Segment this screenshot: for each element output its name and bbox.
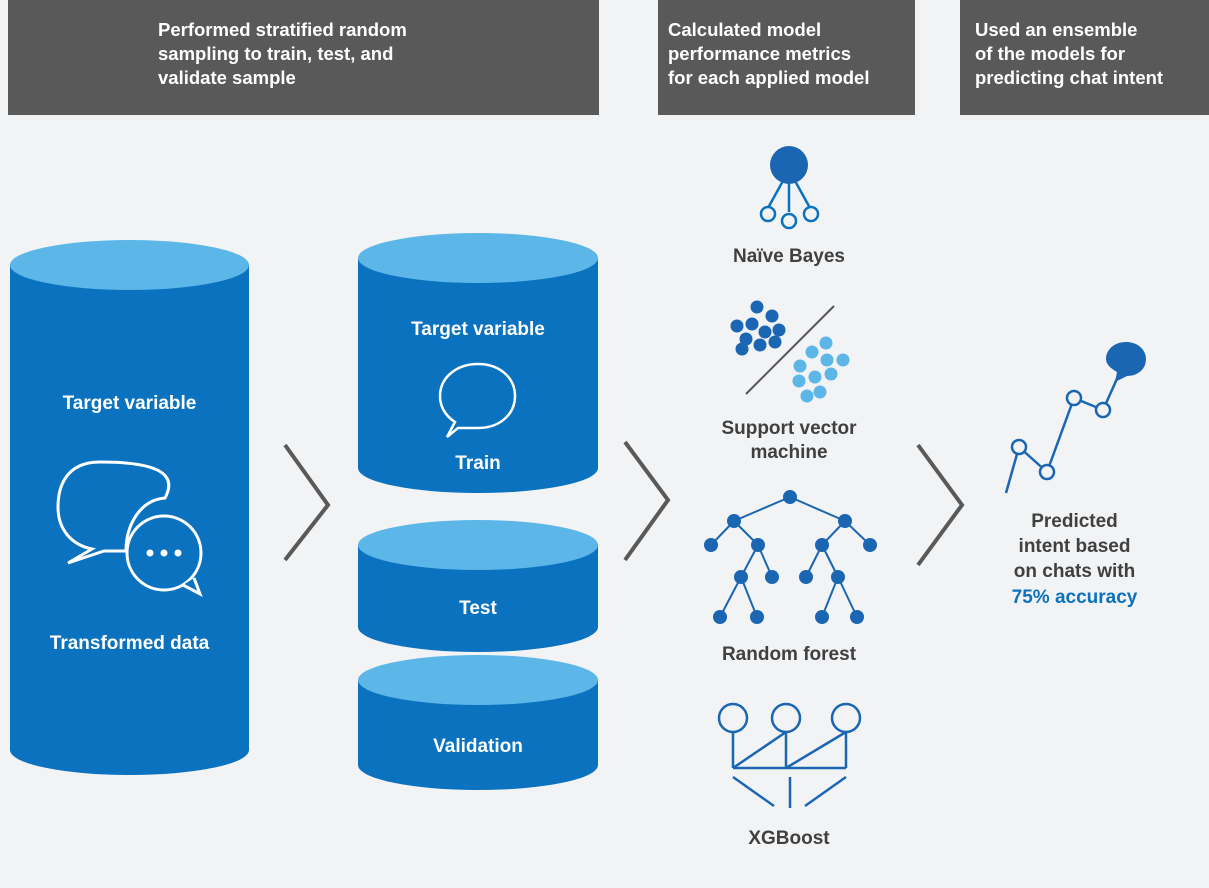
- naive-bayes-label: Naïve Bayes: [733, 246, 845, 267]
- result-accuracy: 75% accuracy: [1011, 587, 1138, 608]
- header-step3: Used an ensemble of the models for predi…: [960, 0, 1209, 115]
- source-data-label: Transformed data: [49, 633, 210, 654]
- test-label: Test: [459, 598, 497, 619]
- validation-label: Validation: [433, 736, 523, 757]
- header-step1-text: Performed stratified random sampling to …: [158, 19, 407, 88]
- result-line1: Predicted: [1031, 511, 1118, 532]
- result-line2: intent based: [1018, 536, 1131, 557]
- train-label: Train: [455, 453, 501, 474]
- train-target-label: Target variable: [411, 319, 545, 340]
- svm-label: Support vector machine: [721, 418, 857, 463]
- header-step2-text: Calculated model performance metrics for…: [668, 19, 870, 88]
- random-forest-label: Random forest: [721, 644, 857, 665]
- header-step3-text: Used an ensemble of the models for predi…: [975, 19, 1164, 88]
- source-target-label: Target variable: [62, 393, 197, 414]
- header-step1: Performed stratified random sampling to …: [8, 0, 599, 115]
- header-step2: Calculated model performance metrics for…: [658, 0, 915, 115]
- xgboost-label: XGBoost: [748, 828, 830, 849]
- result-line3: on chats with: [1013, 561, 1136, 582]
